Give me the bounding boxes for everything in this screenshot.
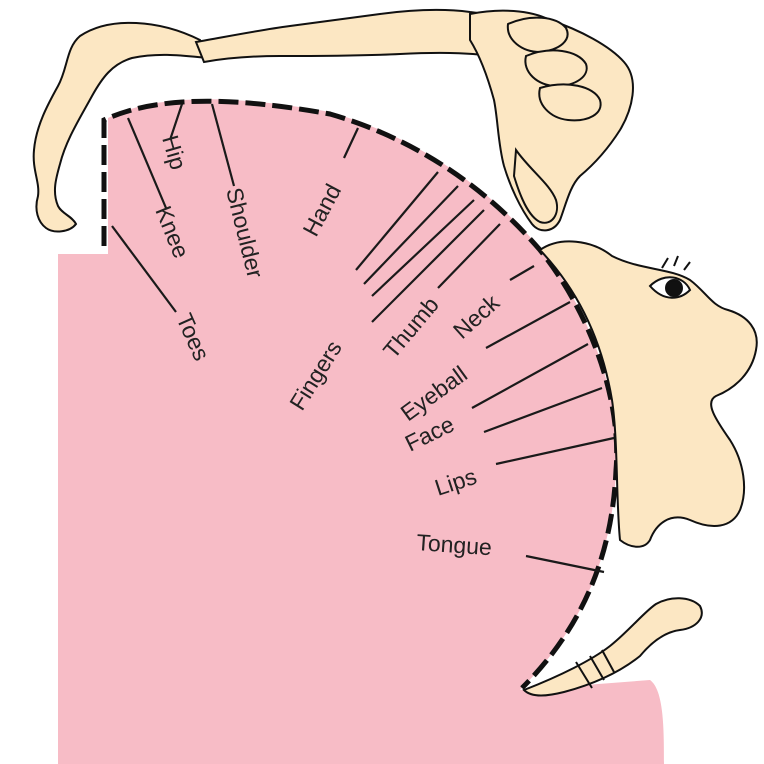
cortex-section [58, 99, 664, 764]
arm [196, 10, 512, 62]
cortex-shape [58, 99, 664, 764]
eyelashes [662, 256, 690, 270]
label-tongue: Tongue [416, 529, 493, 560]
pupil [666, 280, 682, 296]
